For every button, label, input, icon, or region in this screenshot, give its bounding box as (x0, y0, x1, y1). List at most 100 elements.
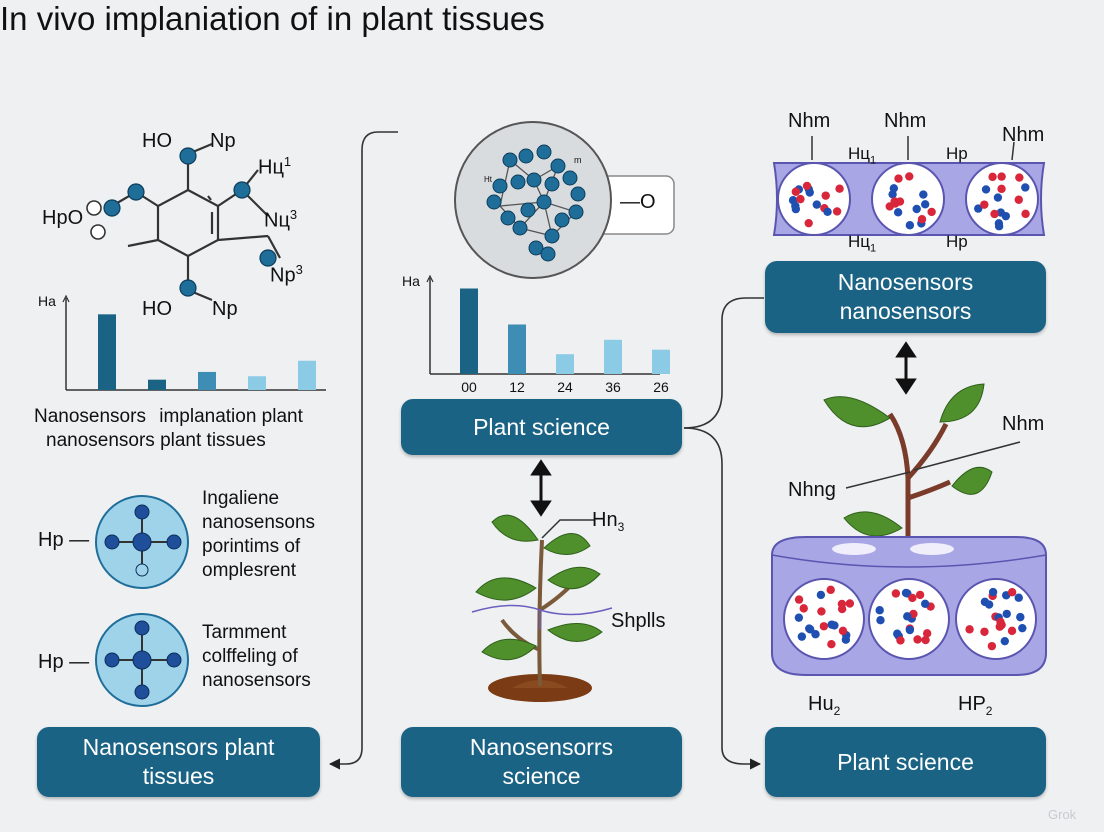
cell-top-label-hp-mid: Hp (946, 144, 968, 163)
cell-bottom-label-hu2: Hu2 (808, 693, 841, 718)
particle-dot (812, 200, 822, 209)
cell-bottom-label-hp2: HP2 (958, 693, 993, 718)
particle-dot (1007, 626, 1017, 636)
caption-word-nanosensors: Nanosensors (34, 406, 146, 427)
particle-dot (984, 600, 994, 609)
nanoparticle-circle (454, 121, 675, 279)
particle-dot (987, 641, 997, 651)
particle-dot (912, 204, 921, 214)
mol-label-ho-bottom: HO (142, 298, 172, 320)
particle-dot (1007, 588, 1017, 597)
caption-line-2: nanosensors plant tissues (46, 430, 266, 451)
particle-dot (893, 629, 902, 638)
left-bar-chart: Ha (38, 293, 326, 391)
box-plant-science-center: Plant science (401, 399, 682, 455)
particle-dot (980, 627, 989, 636)
particle-dot (1014, 593, 1023, 602)
particle-dot (1002, 609, 1011, 619)
particle-dot (827, 620, 836, 629)
cell-top-label-nhm-3: Nhm (1002, 124, 1045, 146)
y-axis-arrow (426, 274, 434, 283)
sensor-circle-2 (95, 613, 189, 707)
mol-label-np-top: Np (210, 130, 236, 152)
particle-dot (988, 172, 997, 182)
right-plant (823, 383, 993, 556)
particle-dot (922, 629, 932, 638)
particle-dot (891, 589, 901, 598)
mol-label-hu1: Hц1 (258, 154, 292, 179)
y-axis-arrow (62, 294, 70, 303)
particle-dot (1015, 173, 1024, 182)
mol-label-nu3: Nц3 (264, 207, 298, 232)
particle-dot (1001, 211, 1011, 221)
particle-dot (791, 187, 801, 196)
particle-dot (823, 207, 832, 217)
particle-dot (927, 207, 936, 217)
particle-dot (838, 626, 848, 636)
particle-dot (791, 204, 801, 214)
particle-dot (1016, 612, 1025, 622)
particle-dot (965, 625, 974, 634)
particle-dot (895, 197, 905, 206)
particle-dot (885, 202, 894, 211)
sensor1-label: Hp — (38, 529, 90, 551)
watermark: Grok (1048, 807, 1077, 822)
bar (508, 324, 526, 374)
particle-dot (804, 218, 813, 228)
particle-dot (896, 636, 905, 645)
center-plant-pointer (541, 519, 594, 539)
box-plant-science-right: Plant science (765, 727, 1046, 797)
bar (604, 339, 622, 374)
particle-dot (1018, 623, 1027, 633)
bar (652, 349, 670, 374)
right-plant-pointers (845, 441, 1021, 489)
nanoparticle-tiny-label-2: m (574, 155, 582, 165)
particle-dot (921, 635, 930, 645)
cell-top-label-hu-mid: Hц1 (848, 144, 877, 167)
bar (198, 371, 216, 390)
particle-dot (893, 208, 903, 217)
mol-label-hpo: HpO (42, 207, 84, 229)
particle-dot (903, 612, 912, 621)
plant-label-shplls: Shplls (611, 610, 666, 632)
page-title: In vivo implaniation of in plant tissues (0, 0, 545, 37)
bar (148, 379, 166, 390)
particle-dot (811, 630, 820, 639)
particle-dot (894, 174, 903, 183)
sensor-circle-1 (95, 495, 189, 589)
particle-dot (995, 622, 1004, 631)
caption-word-implanation: implanation plant (159, 406, 303, 427)
particle-dot (980, 200, 989, 209)
cell-top-label-nhm-1: Nhm (788, 110, 831, 132)
cell-block-bottom (771, 536, 1047, 676)
particle-dot (797, 632, 807, 641)
right-plant-label-nhng: Nhng (788, 479, 836, 501)
bar (248, 376, 266, 390)
bar (460, 288, 478, 374)
right-plant-label-nhm: Nhm (1002, 413, 1045, 435)
cell-row-top-pointers (811, 136, 1015, 161)
particle-dot (889, 184, 899, 193)
particle-dot (917, 215, 927, 224)
bar (298, 360, 316, 390)
particle-dot (817, 607, 826, 616)
particle-dot (981, 185, 991, 194)
particle-dot (913, 635, 922, 644)
particle-dot (920, 599, 930, 608)
particle-dot (920, 200, 930, 209)
particle-dot (799, 604, 808, 613)
particle-dot (901, 588, 911, 598)
particle-dot (997, 172, 1006, 181)
particle-dot (1000, 636, 1009, 646)
particle-dot (796, 194, 805, 204)
particle-dot (876, 616, 885, 625)
particle-dot (794, 595, 804, 604)
molecule-diagram (86, 142, 281, 302)
bar (98, 314, 116, 390)
particle-dot (905, 172, 914, 181)
y-axis-label: Ha (402, 273, 420, 289)
particle-dot (794, 613, 804, 622)
